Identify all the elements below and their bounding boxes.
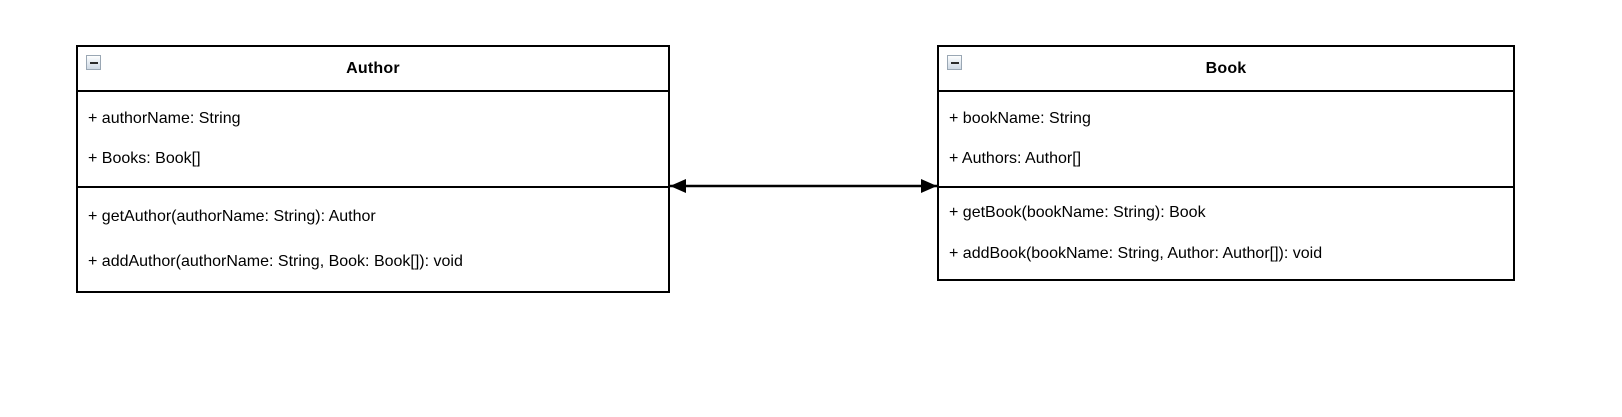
method-row: + addAuthor(authorName: String, Book: Bo… — [88, 252, 463, 270]
uml-class-book[interactable]: Book + bookName: String + Authors: Autho… — [937, 45, 1515, 281]
attribute-row: + bookName: String — [949, 109, 1091, 127]
class-name-book: Book — [1205, 59, 1247, 77]
class-name-author: Author — [346, 59, 400, 77]
method-row: + getAuthor(authorName: String): Author — [88, 208, 376, 226]
association-line — [670, 179, 937, 193]
collapse-minus-icon[interactable] — [86, 55, 101, 70]
method-row: + addBook(bookName: String, Author: Auth… — [949, 244, 1323, 262]
class-header-author: Author — [78, 47, 668, 92]
methods-compartment-author: + getAuthor(authorName: String): Author … — [78, 188, 668, 291]
attribute-row: + Authors: Author[] — [949, 150, 1082, 167]
attributes-compartment-author: + authorName: String + Books: Book[] — [78, 92, 668, 188]
attribute-row: + authorName: String — [88, 109, 241, 127]
association-author-book[interactable] — [668, 174, 939, 198]
methods-compartment-book: + getBook(bookName: String): Book + addB… — [939, 188, 1513, 279]
attributes-compartment-book: + bookName: String + Authors: Author[] — [939, 92, 1513, 188]
method-row: + getBook(bookName: String): Book — [949, 204, 1206, 222]
class-header-book: Book — [939, 47, 1513, 92]
arrowhead-right-icon — [921, 179, 937, 193]
uml-class-author[interactable]: Author + authorName: String + Books: Boo… — [76, 45, 670, 293]
attribute-row: + Books: Book[] — [88, 150, 201, 167]
arrowhead-left-icon — [670, 179, 686, 193]
collapse-minus-icon[interactable] — [947, 55, 962, 70]
